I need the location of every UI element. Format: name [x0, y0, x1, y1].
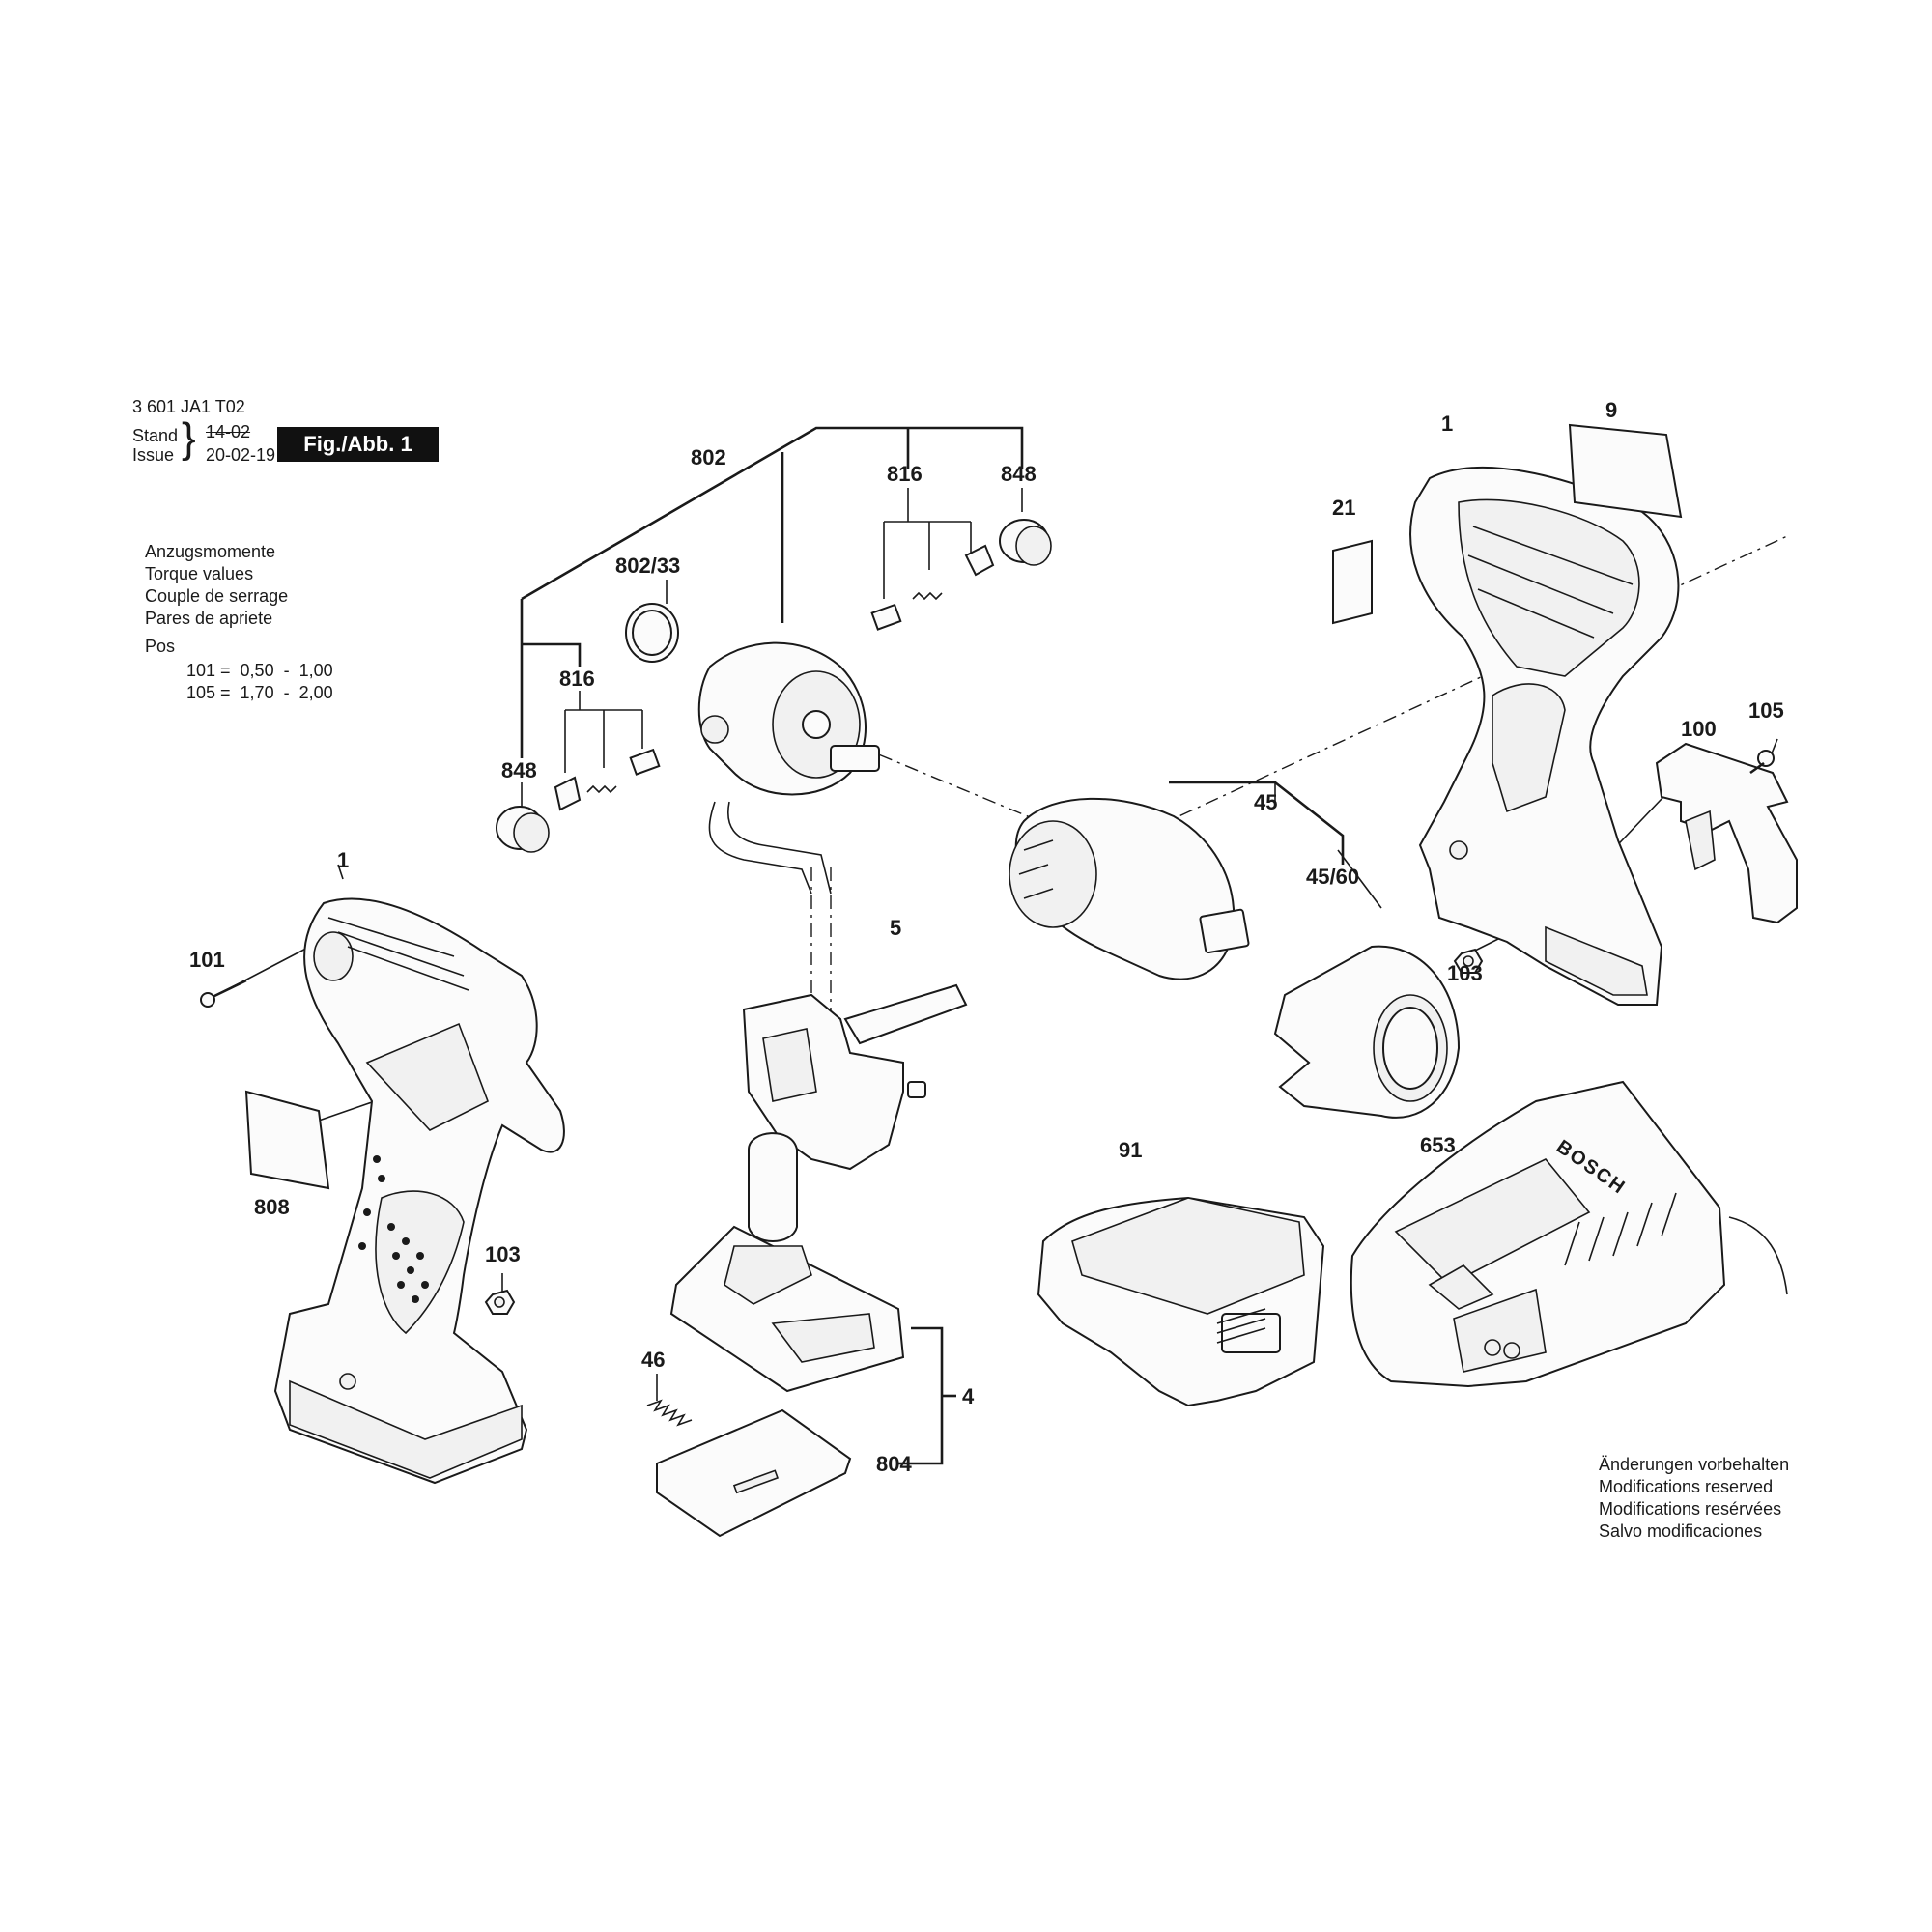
- label-802-33: 802/33: [615, 554, 680, 578]
- label-816-top: 816: [887, 462, 923, 486]
- note-line: Modifications resérvées: [1599, 1499, 1782, 1519]
- brace-icon: }: [182, 414, 196, 462]
- label-848-top: 848: [1001, 462, 1037, 486]
- label-21: [1332, 539, 1373, 625]
- torque-row: 101 = 0,50 - 1,00: [186, 661, 333, 680]
- cover-plate-5: [843, 983, 968, 1045]
- note-line: Modifications reserved: [1599, 1477, 1774, 1496]
- pos-label: Pos: [145, 637, 176, 656]
- label-45: 45: [1254, 790, 1277, 814]
- part-labels: 802 802/33 816 848 816 848 1 9 21 100 10…: [189, 398, 1784, 1476]
- nut-103-right: [1453, 948, 1484, 974]
- label-1-left: 1: [337, 848, 349, 872]
- label-1-right: 1: [1441, 412, 1453, 436]
- impact-mechanism-45: [1009, 797, 1250, 980]
- nut-103-left: [484, 1289, 516, 1315]
- label-9: 9: [1605, 398, 1617, 422]
- note-line: Salvo modificaciones: [1599, 1521, 1763, 1541]
- housing-right-half: [1409, 466, 1680, 1006]
- switch-body: [742, 993, 926, 1242]
- housing-left-half: [273, 897, 565, 1485]
- figure-badge: Fig./Abb. 1: [277, 427, 439, 462]
- torque-line: Anzugsmomente: [145, 542, 276, 561]
- motor-802: [697, 641, 880, 895]
- label-101: 101: [189, 948, 225, 972]
- label-816-left: 816: [559, 667, 595, 691]
- label-plate-808: [244, 1090, 330, 1190]
- label-105: 105: [1748, 698, 1784, 723]
- label-9: [1568, 423, 1683, 519]
- contact-plate-804: [656, 1408, 852, 1538]
- label-4: 4: [962, 1384, 975, 1408]
- label-21: 21: [1332, 496, 1355, 520]
- label-46: 46: [641, 1348, 665, 1372]
- issue-label: Issue: [132, 445, 175, 465]
- label-100: 100: [1681, 717, 1717, 741]
- hammer-cover-45-60: [1273, 945, 1461, 1119]
- label-804: 804: [876, 1452, 912, 1476]
- stand-date: 14-02: [206, 422, 251, 441]
- torque-line: Couple de serrage: [145, 586, 289, 606]
- modification-notes: Änderungen vorbehalten Modifications res…: [1599, 1454, 1789, 1543]
- screw-105: [1749, 750, 1775, 775]
- cap-848-top: [999, 519, 1052, 566]
- label-5: 5: [890, 916, 901, 940]
- label-653: 653: [1420, 1133, 1456, 1157]
- brush-holder-left: [554, 748, 661, 811]
- charger-653: BOSCH: [1350, 1080, 1788, 1388]
- label-91: 91: [1119, 1138, 1142, 1162]
- spring-46: [646, 1399, 693, 1427]
- belt-clip-100: [1655, 742, 1798, 924]
- torque-line: Torque values: [145, 564, 254, 583]
- torque-line: Pares de apriete: [145, 609, 273, 628]
- screw-101: [200, 979, 247, 1008]
- torque-row: 105 = 1,70 - 2,00: [186, 683, 333, 702]
- cap-848-left: [496, 806, 550, 853]
- label-103-left: 103: [485, 1242, 521, 1266]
- battery-pack-91: [1037, 1196, 1325, 1407]
- label-802: 802: [691, 445, 726, 469]
- issue-date: 20-02-19: [206, 445, 276, 465]
- o-ring-802-33: [625, 603, 679, 663]
- label-103-right: 103: [1447, 961, 1483, 985]
- stand-label: Stand: [132, 426, 179, 445]
- torque-values: Anzugsmomente Torque values Couple de se…: [145, 541, 333, 704]
- part-number: 3 601 JA1 T02: [132, 397, 245, 416]
- brush-holder-top: [870, 544, 995, 631]
- note-line: Änderungen vorbehalten: [1599, 1455, 1790, 1474]
- base-plate-4: [669, 1225, 905, 1393]
- label-45-60: 45/60: [1306, 865, 1359, 889]
- label-848-left: 848: [501, 758, 537, 782]
- grip-dots: [358, 1155, 429, 1303]
- label-808: 808: [254, 1195, 290, 1219]
